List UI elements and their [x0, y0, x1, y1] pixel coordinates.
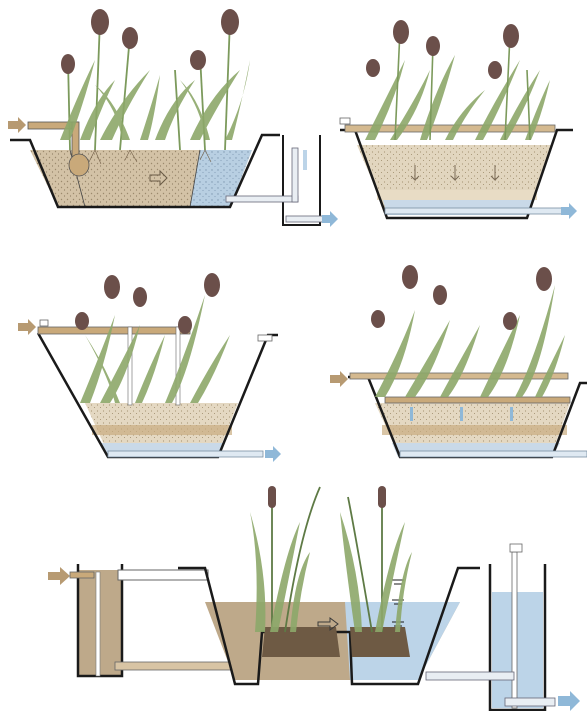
- outflow-arrow: [561, 203, 577, 219]
- reed-plumes: [61, 9, 239, 74]
- inflow-arrow: [8, 117, 26, 133]
- reed-plumes: [366, 20, 519, 79]
- inflow-arrow: [330, 371, 348, 387]
- outflow-arrow: [558, 691, 580, 711]
- outflow-arrow: [265, 446, 281, 462]
- cattail-heads: [268, 486, 386, 508]
- reed-plumes: [371, 265, 552, 330]
- inflow-arrow: [48, 567, 70, 585]
- panel-vertical-flow-1: [335, 0, 587, 235]
- panel-vertical-flow-2: [0, 265, 300, 475]
- panel-horizontal-flow: [0, 0, 340, 235]
- inflow-arrow: [18, 319, 36, 335]
- panel-free-water-surface: [0, 472, 587, 711]
- panel-vertical-flow-3: [320, 265, 587, 475]
